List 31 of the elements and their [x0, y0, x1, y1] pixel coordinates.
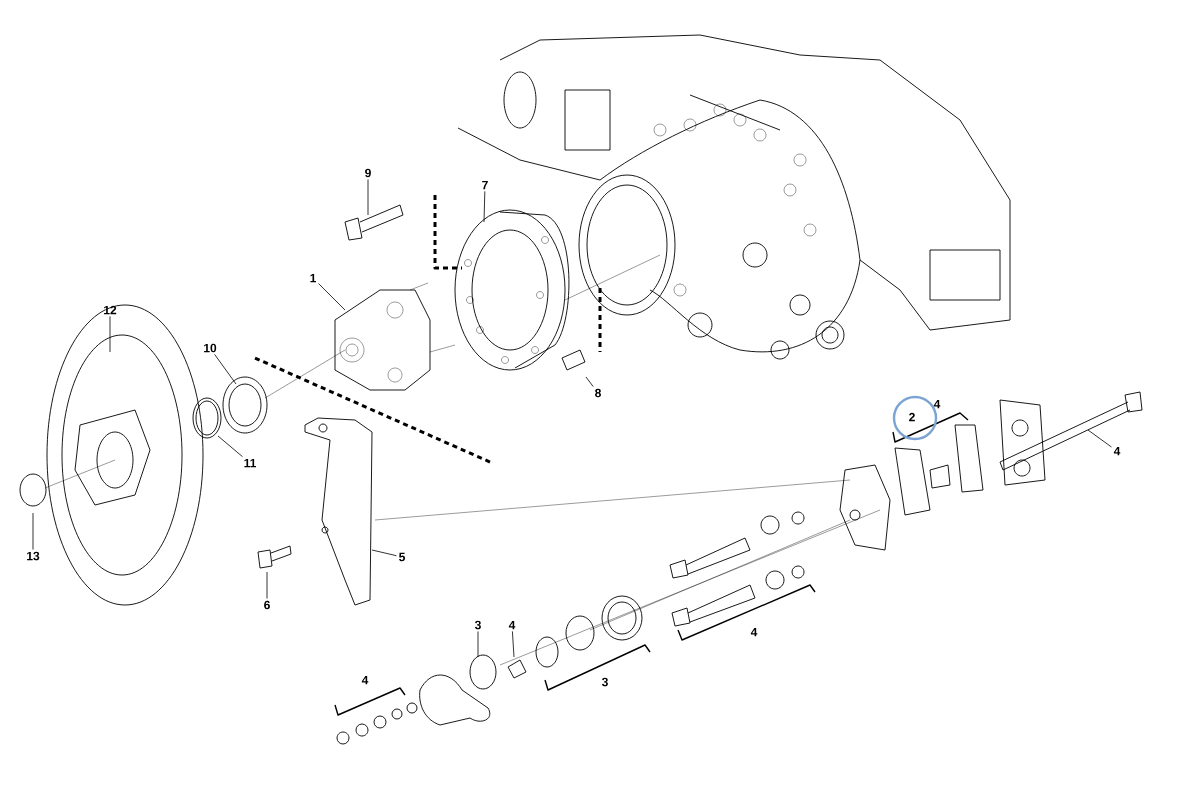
leader-line: [371, 549, 397, 557]
callout-number: 11: [244, 458, 256, 468]
callout-number: 4: [750, 627, 758, 637]
leader-line: [477, 631, 479, 658]
leader-line: [585, 376, 594, 387]
callout-number: 7: [482, 180, 488, 190]
leader-line: [32, 512, 34, 550]
callout-number: 9: [365, 168, 371, 178]
leader-line: [214, 354, 237, 385]
callout-number: 2: [909, 412, 915, 422]
leader-line: [109, 316, 111, 353]
callout-number: 3: [474, 620, 481, 630]
leader-line: [367, 179, 369, 216]
callout-number: 3: [601, 677, 608, 687]
callout-number: 12: [104, 305, 117, 315]
callout-number: 4: [1113, 446, 1121, 456]
leader-line: [1087, 429, 1112, 448]
leader-line: [318, 283, 346, 311]
leader-line: [512, 630, 515, 658]
callout-number: 8: [595, 388, 601, 398]
callout-number: 13: [27, 551, 40, 561]
callout-number: 1: [310, 273, 316, 283]
callout-number: 6: [264, 600, 270, 610]
callout-number: 10: [204, 343, 217, 353]
callout-number: 5: [399, 552, 405, 562]
leader-line: [483, 190, 486, 223]
leader-line: [266, 571, 268, 599]
callout-number: 4: [933, 399, 941, 409]
callout-number: 4: [508, 620, 516, 630]
callout-number: 4: [361, 675, 369, 685]
leader-line: [217, 435, 243, 458]
